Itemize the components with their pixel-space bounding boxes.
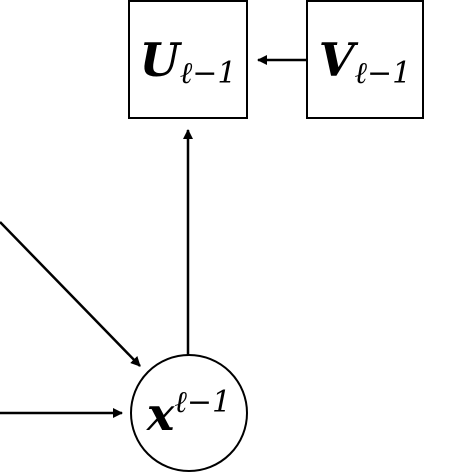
node-v-box xyxy=(306,0,424,119)
node-u: Uℓ−1 xyxy=(128,0,248,119)
node-x-main: x xyxy=(146,387,175,441)
node-x-label: xℓ−1 xyxy=(146,385,231,441)
node-x-circle xyxy=(130,354,248,472)
node-u-label: Uℓ−1 xyxy=(140,33,237,91)
node-u-main: U xyxy=(140,33,183,87)
node-v-subscript: ℓ−1 xyxy=(354,56,411,91)
edge-upper-left-to-x xyxy=(0,221,141,367)
node-v: Vℓ−1 xyxy=(306,0,424,119)
node-u-subscript: ℓ−1 xyxy=(180,56,237,91)
node-v-main: V xyxy=(319,33,359,87)
node-v-label: Vℓ−1 xyxy=(319,33,411,91)
node-u-box xyxy=(128,0,248,119)
node-x-superscript: ℓ−1 xyxy=(174,385,231,420)
node-x: xℓ−1 xyxy=(130,354,248,472)
